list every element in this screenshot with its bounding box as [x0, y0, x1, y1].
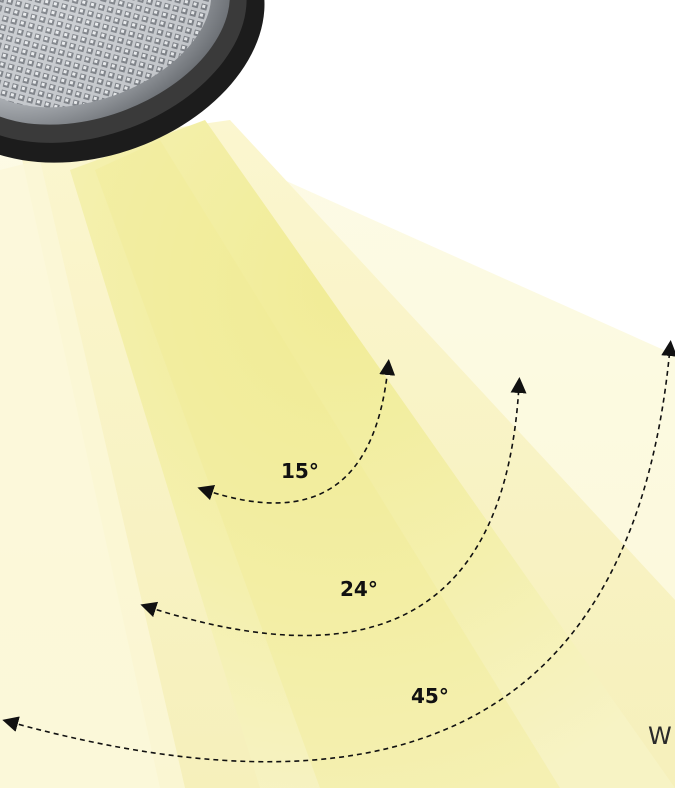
angle-label-15: 15° [281, 459, 319, 483]
spotlight-lamp-icon [0, 0, 265, 163]
light-beams [0, 90, 675, 788]
angle-label-24: 24° [340, 577, 378, 601]
lamp-lens-knurled [0, 0, 212, 108]
arc-45 [2, 340, 675, 763]
edge-text: W [648, 722, 672, 750]
angle-label-45: 45° [411, 684, 449, 708]
angle-arcs [2, 340, 675, 763]
